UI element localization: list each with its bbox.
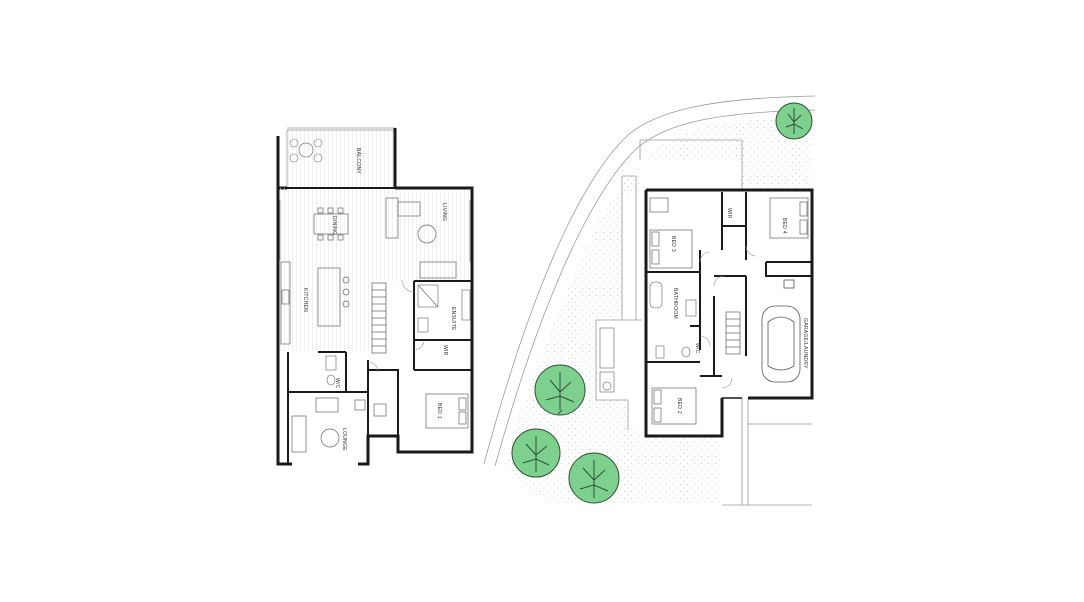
- room-label-balcony: BALCONY: [355, 148, 361, 174]
- upper-floor-plan: BALCONY LIVING DINING KITCHEN ENSUITE WI…: [276, 127, 474, 466]
- room-label-wir: WIR: [442, 345, 448, 356]
- upper-doors: [367, 279, 425, 373]
- garage-car: [761, 279, 801, 383]
- site-boundary: [483, 95, 816, 467]
- bathroom-fittings: [649, 281, 697, 359]
- room-label-garage: GARAGE/LAUNDRY: [802, 318, 808, 369]
- kitchen-furniture: [280, 261, 350, 345]
- room-label-bathroom: BATHROOM: [672, 288, 678, 319]
- room-label-wc: W/C: [334, 378, 340, 389]
- bed-1-furniture: [373, 393, 469, 429]
- upper-stairs: [371, 282, 387, 354]
- tree-left-upper: [534, 364, 586, 416]
- ensuite-fittings: [417, 284, 471, 333]
- ground-floor-walls: [644, 188, 814, 438]
- tree-left-lower: [511, 428, 561, 478]
- room-label-ensuite: ENSUITE: [450, 307, 456, 331]
- ground-doors: [699, 245, 757, 389]
- tree-top-right: [775, 102, 813, 140]
- room-label-dining: DINING: [331, 216, 337, 235]
- upper-wc-fittings: [325, 355, 337, 386]
- bed-2-furniture: [651, 387, 697, 425]
- lounge-furniture: [291, 397, 366, 453]
- room-label-lounge: LOUNGE: [341, 428, 347, 451]
- balcony: [276, 127, 397, 190]
- tree-bottom-centre: [568, 452, 620, 504]
- bed-3-furniture: [649, 197, 693, 269]
- room-label-wir-ground: WIR: [726, 208, 732, 219]
- room-label-kitchen: KITCHEN: [302, 288, 308, 312]
- dining-table: [313, 207, 349, 241]
- landscape-ground-cover: [504, 116, 812, 505]
- ground-floor-interior-walls: [646, 192, 812, 377]
- ground-floor-site-plan: BED 3 BED 4 WIR BATHROOM W/C BED 2 GARAG…: [483, 95, 816, 506]
- living-furniture: [385, 197, 457, 279]
- room-label-bed1: BED 1: [436, 403, 442, 419]
- bed-4-furniture: [769, 197, 809, 239]
- room-label-bed3: BED 3: [670, 236, 676, 252]
- driveway-lines: [595, 139, 812, 506]
- room-label-living: LIVING: [441, 203, 447, 221]
- room-label-wc-ground: W/C: [694, 343, 700, 354]
- room-label-bed4: BED 4: [781, 218, 787, 234]
- room-label-bed2: BED 2: [676, 398, 682, 414]
- ground-stairs: [725, 311, 741, 355]
